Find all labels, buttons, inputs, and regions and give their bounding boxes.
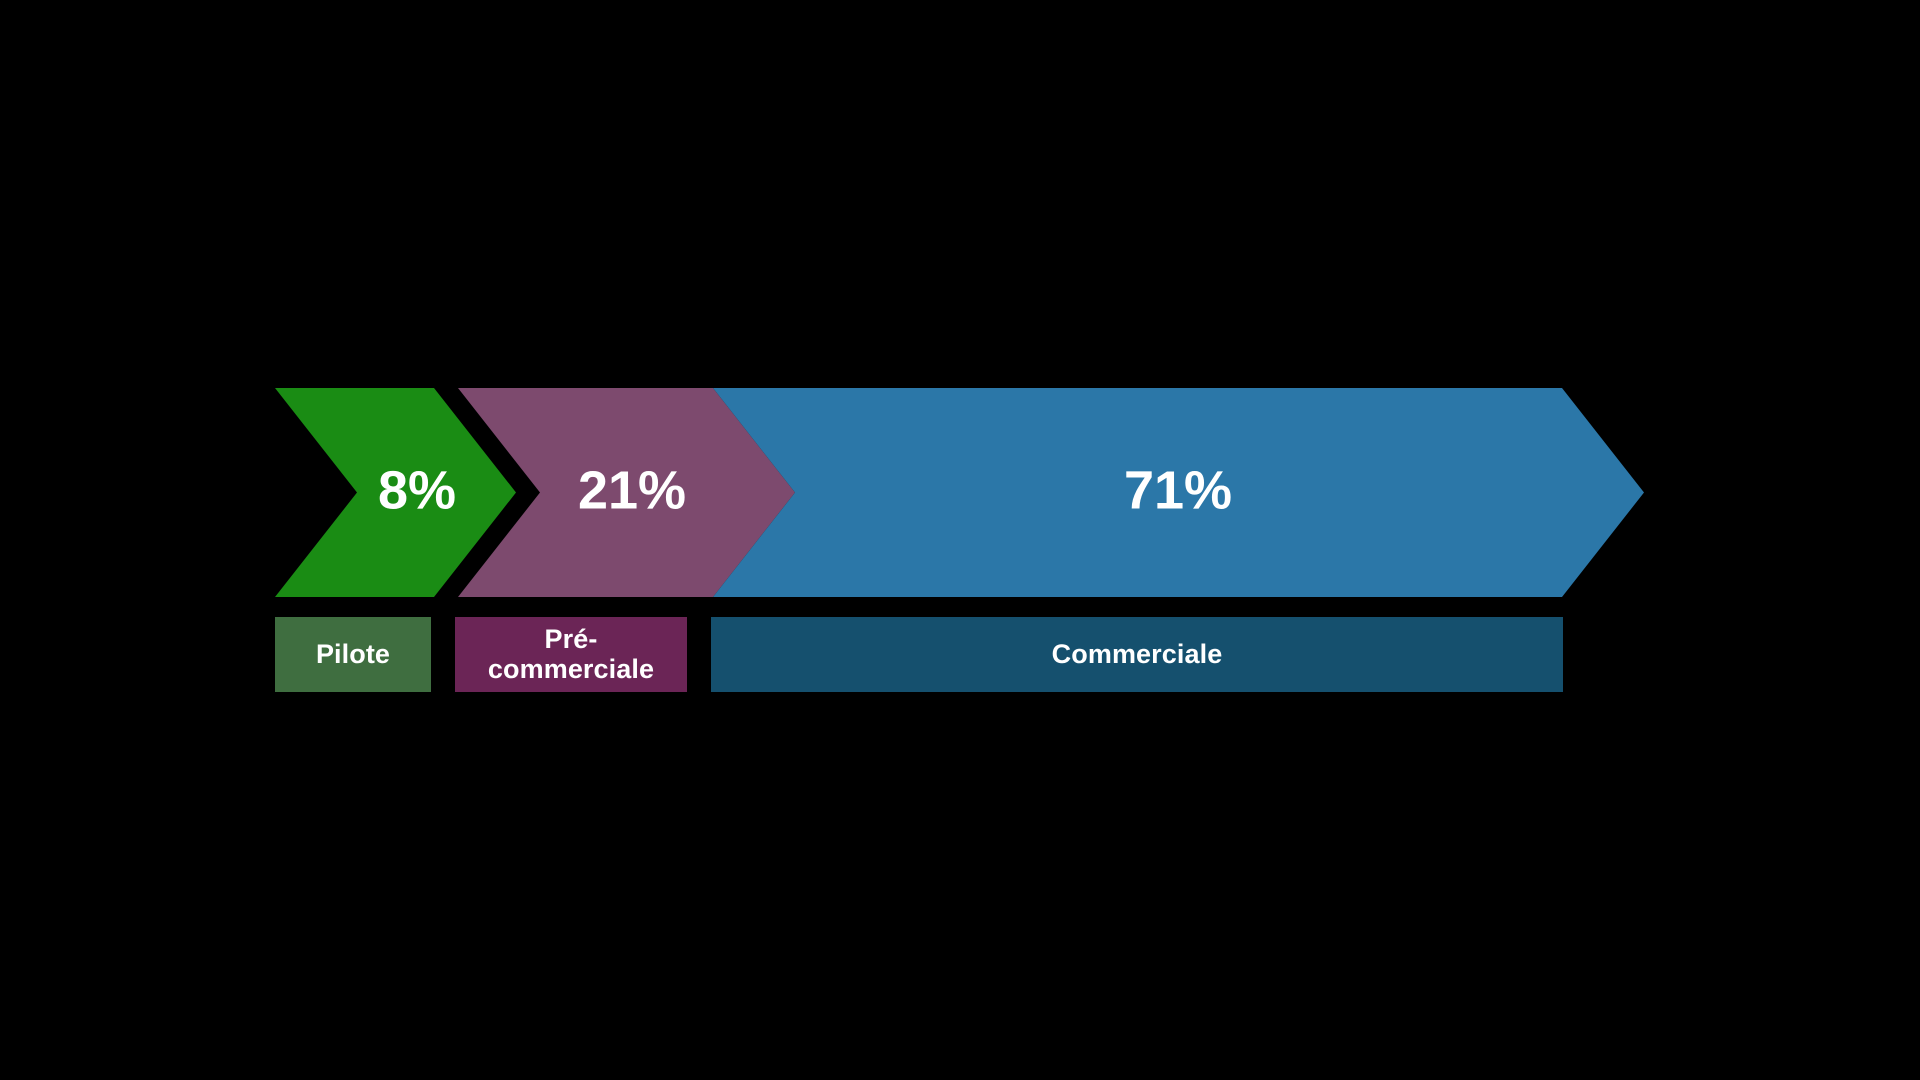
chevron-value-commerciale: 71% [1124, 460, 1232, 520]
chevron-value-pilote: 8% [378, 460, 456, 520]
chevron-value-pre-commerciale: 21% [578, 460, 686, 520]
legend-label-pilote: Pilote [315, 638, 391, 669]
chevron-segment-pre-commerciale[interactable] [458, 388, 795, 597]
legend-label-line2: commerciale [487, 653, 655, 684]
legend-box-pre-commerciale[interactable]: Pré- commerciale [455, 617, 687, 692]
legend-label-pre-commerciale: Pré- commerciale [488, 625, 654, 683]
chevron-segment-commerciale[interactable] [713, 388, 1644, 597]
chevron-segment-pilote[interactable] [275, 388, 516, 597]
legend-box-commerciale[interactable]: Commerciale [711, 617, 1563, 692]
legend-label-line1: Pré- [544, 624, 598, 655]
legend-box-pilote[interactable]: Pilote [275, 617, 431, 692]
legend-label-commerciale: Commerciale [1051, 638, 1223, 669]
